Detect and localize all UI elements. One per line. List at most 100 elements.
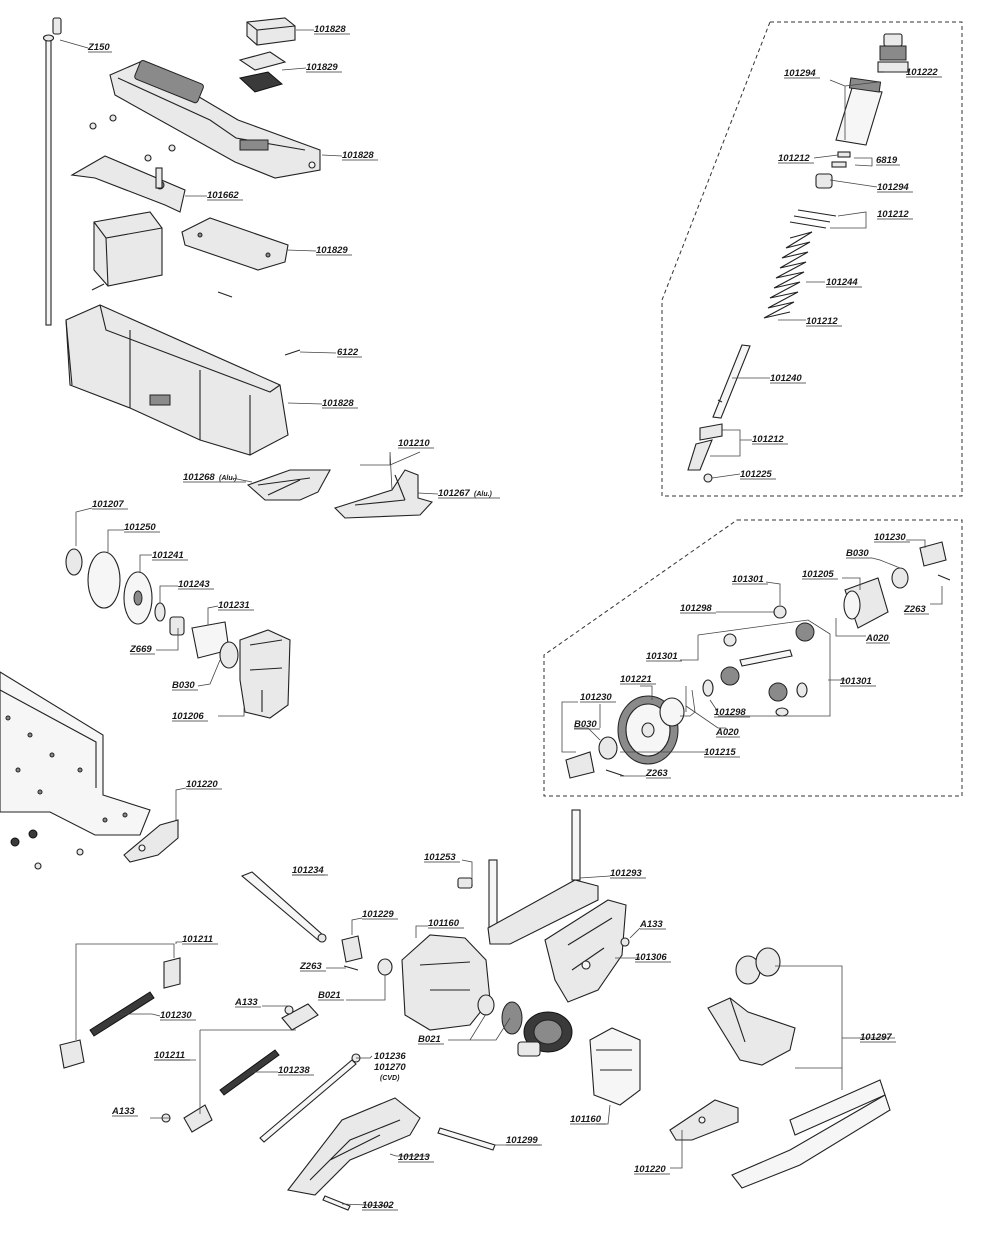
label-101234: 101234: [292, 865, 324, 876]
shock-spring: [763, 231, 813, 319]
receiver-plate: [70, 155, 186, 213]
label-z263-diff: Z263: [645, 768, 668, 779]
bearing-b030-left: [219, 641, 239, 669]
mount-bracket-101220-bottom: [669, 1099, 739, 1141]
label-101160-b: 101160: [570, 1114, 602, 1125]
label-101231: 101231: [218, 600, 250, 611]
receiver-switch-top: [246, 17, 296, 46]
link-101238: [183, 1003, 319, 1133]
label-101212-b: 101212: [877, 209, 909, 220]
servo-plate: [181, 217, 289, 271]
ball-end-left: [59, 1039, 85, 1069]
label-z263-mid: Z263: [299, 961, 322, 972]
cup-101229: [341, 935, 393, 976]
label-101229: 101229: [362, 909, 394, 920]
label-101267: 101267: [438, 488, 470, 499]
chassis-screws: [10, 829, 84, 870]
label-z263-right: Z263: [903, 604, 926, 615]
label-101298-a: 101298: [680, 603, 712, 614]
label-101230-right: 101230: [874, 532, 906, 543]
shock-end: [687, 423, 723, 483]
label-101301-b: 101301: [646, 651, 678, 662]
label-101267-note: (Alu.): [474, 491, 493, 498]
diff-gears-cluster: [702, 605, 815, 717]
battery-pack: [93, 211, 163, 287]
label-101211-b: 101211: [154, 1050, 185, 1061]
gearbox-101160: [401, 934, 495, 1031]
label-6122: 6122: [337, 347, 359, 358]
part-labels: Z150 101828 101829 101828 101662 101829 …: [87, 24, 942, 1211]
bumper-bar: [731, 1079, 891, 1189]
label-101293: 101293: [610, 868, 642, 879]
label-101240: 101240: [770, 373, 802, 384]
label-101306: 101306: [635, 952, 667, 963]
label-101253: 101253: [424, 852, 456, 863]
label-101828-box: 101828: [322, 398, 354, 409]
mount-bracket-101220-top: [123, 819, 179, 863]
label-101238: 101238: [278, 1065, 310, 1076]
label-6819: 6819: [876, 155, 898, 166]
label-a020-a: A020: [865, 633, 889, 644]
label-101221: 101221: [620, 674, 652, 685]
label-101829-mid: 101829: [316, 245, 348, 256]
label-101268: 101268: [183, 472, 215, 483]
lower-arm-101213: [287, 1097, 421, 1196]
radio-box-tray: [65, 304, 289, 456]
label-101241: 101241: [152, 550, 184, 561]
small-screws: [89, 114, 301, 356]
shock-shaft: [712, 344, 751, 419]
outdrive-101230-diff: [565, 751, 595, 779]
label-z669: Z669: [129, 644, 152, 655]
label-b030-diff: B030: [574, 719, 597, 730]
washer-101243: [154, 602, 166, 622]
radio-box-cover: [109, 60, 321, 179]
label-a020-b: A020: [715, 727, 739, 738]
shock-piston-parts: [789, 151, 851, 229]
label-101222: 101222: [906, 67, 938, 78]
label-a133-left: A133: [234, 997, 258, 1008]
chassis-plate: [0, 671, 151, 836]
label-b030-left: B030: [172, 680, 195, 691]
shock-body: [835, 77, 883, 146]
ball-a133-right: [620, 937, 630, 947]
label-101244: 101244: [826, 277, 858, 288]
diff-case-101205: [843, 577, 889, 629]
label-101828-cover: 101828: [342, 150, 374, 161]
rear-body-post-101293: [487, 809, 599, 945]
label-101268-note: (Alu.): [219, 475, 238, 482]
label-101212-d: 101212: [752, 434, 784, 445]
diff-outdrive-101230: [891, 541, 947, 589]
bumper-mount: [707, 997, 796, 1066]
ball-a133-left: [284, 1005, 294, 1015]
slipper-plate-101250: [87, 551, 121, 609]
label-z150: Z150: [87, 42, 110, 53]
label-101250: 101250: [124, 522, 156, 533]
bearing-101207: [65, 548, 83, 576]
label-101230-diff: 101230: [580, 692, 612, 703]
bumper-pads: [735, 947, 781, 985]
hinge-pin-101302: [322, 1195, 351, 1211]
label-101301-a: 101301: [732, 574, 764, 585]
driveshaft-101234: [240, 871, 327, 943]
label-101301-c: 101301: [840, 676, 872, 687]
label-101212-a: 101212: [778, 153, 810, 164]
antenna-tube: [42, 17, 62, 326]
label-101207: 101207: [92, 499, 124, 510]
spur-gear-101221: [617, 695, 685, 765]
driveshaft-101236: [259, 1053, 361, 1143]
label-101270-note: (CVD): [380, 1075, 400, 1082]
label-101270: 101270: [374, 1062, 406, 1073]
label-101243: 101243: [178, 579, 210, 590]
shock-tower-101306: [544, 899, 627, 1003]
gearbox-cover-101160: [589, 1027, 641, 1106]
leader-lines: [59, 29, 943, 1207]
screw-101253: [457, 877, 473, 889]
label-101206: 101206: [172, 711, 204, 722]
pin-z263-diff: [605, 769, 625, 777]
label-101662: 101662: [207, 190, 239, 201]
label-101828-top: 101828: [314, 24, 346, 35]
label-101236: 101236: [374, 1051, 406, 1062]
label-101302: 101302: [362, 1200, 394, 1211]
label-101294-a: 101294: [784, 68, 816, 79]
turnbuckle-101211-top: [163, 957, 181, 989]
